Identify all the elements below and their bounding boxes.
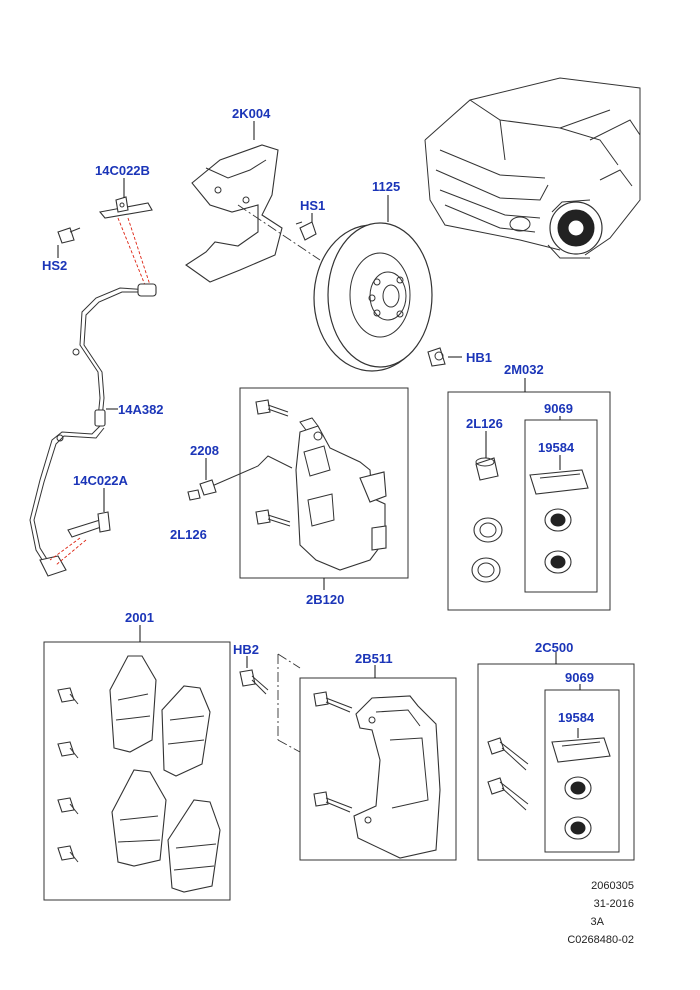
bolt-hs1-part <box>295 221 317 241</box>
sensor-bracket-lower-part <box>67 511 111 538</box>
callout-2B511[interactable]: 2B511 <box>355 651 393 666</box>
grease-sachet-part <box>529 469 589 495</box>
sensor-bracket-upper-part <box>98 196 153 219</box>
callout-HS1[interactable]: HS1 <box>300 198 326 213</box>
guide-pins-part <box>487 737 529 811</box>
callout-2M032[interactable]: 2M032 <box>504 362 544 377</box>
callout-HB2[interactable]: HB2 <box>233 642 260 657</box>
footer-reference-1: 2060305 <box>591 880 634 892</box>
callout-HS2[interactable]: HS2 <box>42 258 68 273</box>
callout-14A382[interactable]: 14A382 <box>118 402 164 417</box>
abs-sensor-cable-part <box>29 283 157 577</box>
callout-2208[interactable]: 2208 <box>190 443 219 458</box>
grease-kit-box-upper <box>524 419 598 593</box>
callout-HB1[interactable]: HB1 <box>466 350 493 365</box>
brake-pad-kit-box <box>43 641 231 901</box>
grease-sachet-lower-part <box>551 737 611 763</box>
callout-2L126-upper[interactable]: 2L126 <box>466 416 503 431</box>
footer-reference-2: 31-2016 <box>593 898 634 910</box>
caliper-bolt-part <box>255 399 291 527</box>
splash-shield-part <box>185 144 321 283</box>
guide-bushing-part <box>544 508 572 574</box>
callout-2001[interactable]: 2001 <box>125 610 154 625</box>
callout-19584-upper[interactable]: 19584 <box>538 440 575 455</box>
bleed-nipple-part <box>187 479 217 501</box>
callout-2L126-lower[interactable]: 2L126 <box>170 527 207 542</box>
footer-reference-4: C0268480-02 <box>567 934 634 946</box>
piston-seal-part <box>471 517 503 583</box>
bolt-hb2-part <box>239 669 269 695</box>
pad-bolts-part <box>57 687 79 863</box>
carrier-bolts-part <box>313 691 353 813</box>
callout-19584-lower[interactable]: 19584 <box>558 710 595 725</box>
caliper-carrier-part <box>353 695 441 859</box>
brake-pads-part <box>109 655 221 893</box>
seal-kit-box <box>447 391 611 611</box>
callout-2C500[interactable]: 2C500 <box>535 640 574 655</box>
caliper-carrier-box <box>299 677 457 861</box>
callout-14C022A[interactable]: 14C022A <box>73 473 128 488</box>
callout-2B120[interactable]: 2B120 <box>306 592 345 607</box>
guide-pin-kit-box <box>477 663 635 861</box>
brake-caliper-part <box>295 417 387 571</box>
callout-1125[interactable]: 1125 <box>372 179 401 194</box>
callout-2K004[interactable]: 2K004 <box>232 106 271 121</box>
callout-9069-lower[interactable]: 9069 <box>565 670 594 685</box>
grease-kit-box-lower <box>544 689 620 853</box>
footer-reference-3: 3A <box>590 916 604 928</box>
dust-cap-part <box>475 457 499 481</box>
bolt-hs2-part <box>57 227 81 244</box>
guide-pin-boots-part <box>564 776 592 840</box>
callout-9069-upper[interactable]: 9069 <box>544 401 573 416</box>
vehicle-illustration <box>424 77 641 259</box>
bolt-hb1-part <box>427 347 446 367</box>
callout-14C022B[interactable]: 14C022B <box>95 163 150 178</box>
brake-disc-part <box>313 222 433 372</box>
